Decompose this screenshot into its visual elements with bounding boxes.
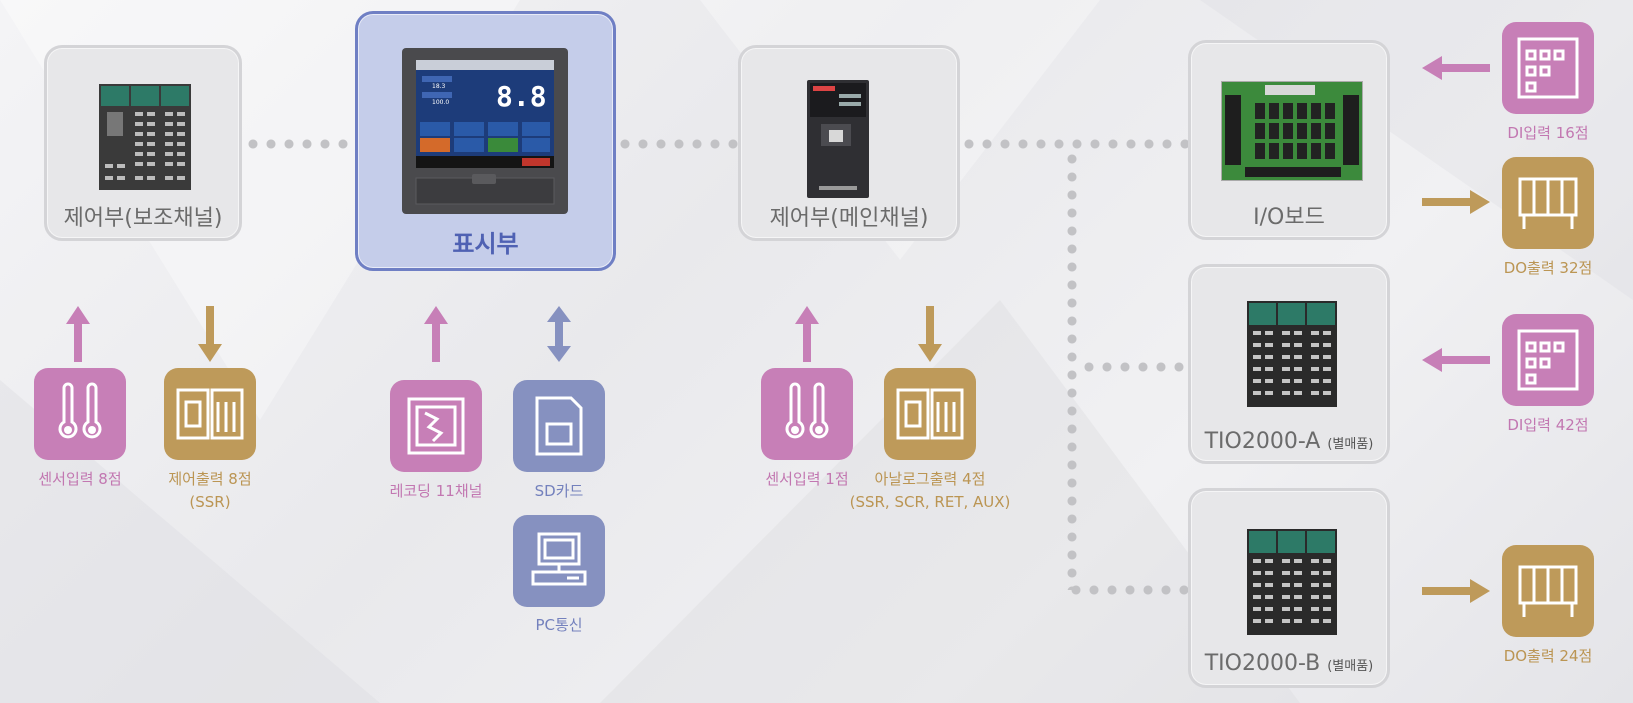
tio2000b-label: TIO2000-B (별매품) bbox=[1191, 651, 1387, 676]
sensor8-tile[interactable] bbox=[34, 368, 126, 460]
tio2000b-note: (별매품) bbox=[1327, 659, 1374, 674]
relay-icon bbox=[176, 388, 244, 440]
tio2000a-label: TIO2000-A (별매품) bbox=[1191, 429, 1387, 454]
pc-label: PC통신 bbox=[535, 616, 583, 634]
arrow-right-do24 bbox=[1422, 579, 1490, 603]
do32-tile[interactable] bbox=[1502, 157, 1594, 249]
io-board-label: I/O보드 bbox=[1253, 205, 1325, 230]
connector-main-io bbox=[960, 139, 1188, 149]
sensor8-label: 센서입력 8점 bbox=[38, 470, 122, 488]
do-module-icon bbox=[1518, 565, 1578, 617]
screen-sv: 100.0 bbox=[432, 99, 449, 106]
di-module-icon bbox=[1517, 37, 1579, 99]
tio2000a-note: (별매품) bbox=[1327, 437, 1374, 452]
do-module-icon bbox=[1518, 177, 1578, 229]
io-board-image bbox=[1221, 81, 1363, 181]
ctrl8-label-line1: 제어출력 8점 bbox=[168, 470, 252, 488]
analog-label-line1: 아날로그출력 4점 bbox=[874, 470, 986, 488]
ctrl8-tile[interactable] bbox=[164, 368, 256, 460]
analog-label-line2: (SSR, SCR, RET, AUX) bbox=[849, 493, 1011, 511]
io-board-card[interactable]: I/O보드 bbox=[1188, 40, 1390, 240]
connector-vertical-bus bbox=[1067, 150, 1077, 590]
connector-bus-tio-a bbox=[1080, 362, 1188, 372]
display-unit-label: 표시부 bbox=[452, 230, 519, 258]
connector-bus-tio-b bbox=[1067, 585, 1188, 595]
thermometer-icon bbox=[785, 382, 829, 439]
tio2000a-card[interactable]: TIO2000-A (별매품) bbox=[1188, 264, 1390, 464]
connector-display-main bbox=[616, 139, 738, 149]
arrow-left-di42 bbox=[1422, 348, 1490, 372]
main-channel-card[interactable]: 제어부(메인채널) bbox=[738, 45, 960, 241]
display-unit-card[interactable]: 18.3 100.0 8.8 표시부 bbox=[355, 11, 616, 271]
display-device-image: 18.3 100.0 8.8 bbox=[402, 48, 568, 214]
computer-icon bbox=[531, 532, 587, 586]
do24-label: DO출력 24점 bbox=[1503, 647, 1593, 665]
tio2000b-image bbox=[1247, 529, 1337, 635]
main-controller-image bbox=[807, 80, 869, 198]
recording-label: 레코딩 11채널 bbox=[389, 482, 483, 500]
arrow-left-di16 bbox=[1422, 56, 1490, 80]
thermometer-icon bbox=[58, 382, 102, 439]
arrow-both-sd bbox=[547, 306, 571, 362]
ctrl8-label: 제어출력 8점 (SSR) bbox=[150, 468, 270, 514]
screen-pv: 18.3 bbox=[432, 83, 446, 90]
ctrl8-label-line2: (SSR) bbox=[189, 493, 231, 511]
aux-controller-image bbox=[99, 84, 191, 190]
arrow-up-sensor1 bbox=[795, 306, 819, 362]
di16-tile[interactable] bbox=[1502, 22, 1594, 114]
di16-label: DI입력 16점 bbox=[1507, 124, 1589, 142]
main-channel-label: 제어부(메인채널) bbox=[769, 206, 929, 231]
di-module-icon bbox=[1517, 329, 1579, 391]
sdcard-tile[interactable] bbox=[513, 380, 605, 472]
sensor1-label: 센서입력 1점 bbox=[765, 470, 849, 488]
relay-icon bbox=[896, 388, 964, 440]
tio2000a-image bbox=[1247, 301, 1337, 407]
arrow-down-analog bbox=[918, 306, 942, 362]
pc-tile[interactable] bbox=[513, 515, 605, 607]
analog-label: 아날로그출력 4점 (SSR, SCR, RET, AUX) bbox=[840, 468, 1020, 514]
do24-tile[interactable] bbox=[1502, 545, 1594, 637]
arrow-right-do32 bbox=[1422, 190, 1490, 214]
tio2000a-name: TIO2000-A bbox=[1204, 429, 1321, 454]
recording-chart-icon bbox=[407, 397, 465, 455]
arrow-down-ctrl8 bbox=[198, 306, 222, 362]
recording-tile[interactable] bbox=[390, 380, 482, 472]
sd-card-icon bbox=[535, 396, 583, 456]
do32-label: DO출력 32점 bbox=[1503, 259, 1593, 277]
di42-label: DI입력 42점 bbox=[1507, 416, 1589, 434]
arrow-up-rec bbox=[424, 306, 448, 362]
connector-aux-display bbox=[244, 139, 356, 149]
sdcard-label: SD카드 bbox=[534, 482, 584, 500]
analog-tile[interactable] bbox=[884, 368, 976, 460]
tio2000b-name: TIO2000-B bbox=[1204, 651, 1321, 676]
sensor1-tile[interactable] bbox=[761, 368, 853, 460]
aux-channel-label: 제어부(보조채널) bbox=[63, 206, 223, 231]
tio2000b-card[interactable]: TIO2000-B (별매품) bbox=[1188, 488, 1390, 688]
di42-tile[interactable] bbox=[1502, 314, 1594, 406]
aux-channel-card[interactable]: 제어부(보조채널) bbox=[44, 45, 242, 241]
screen-big-value: 8.8 bbox=[496, 80, 547, 113]
arrow-up-sensor8 bbox=[66, 306, 90, 362]
